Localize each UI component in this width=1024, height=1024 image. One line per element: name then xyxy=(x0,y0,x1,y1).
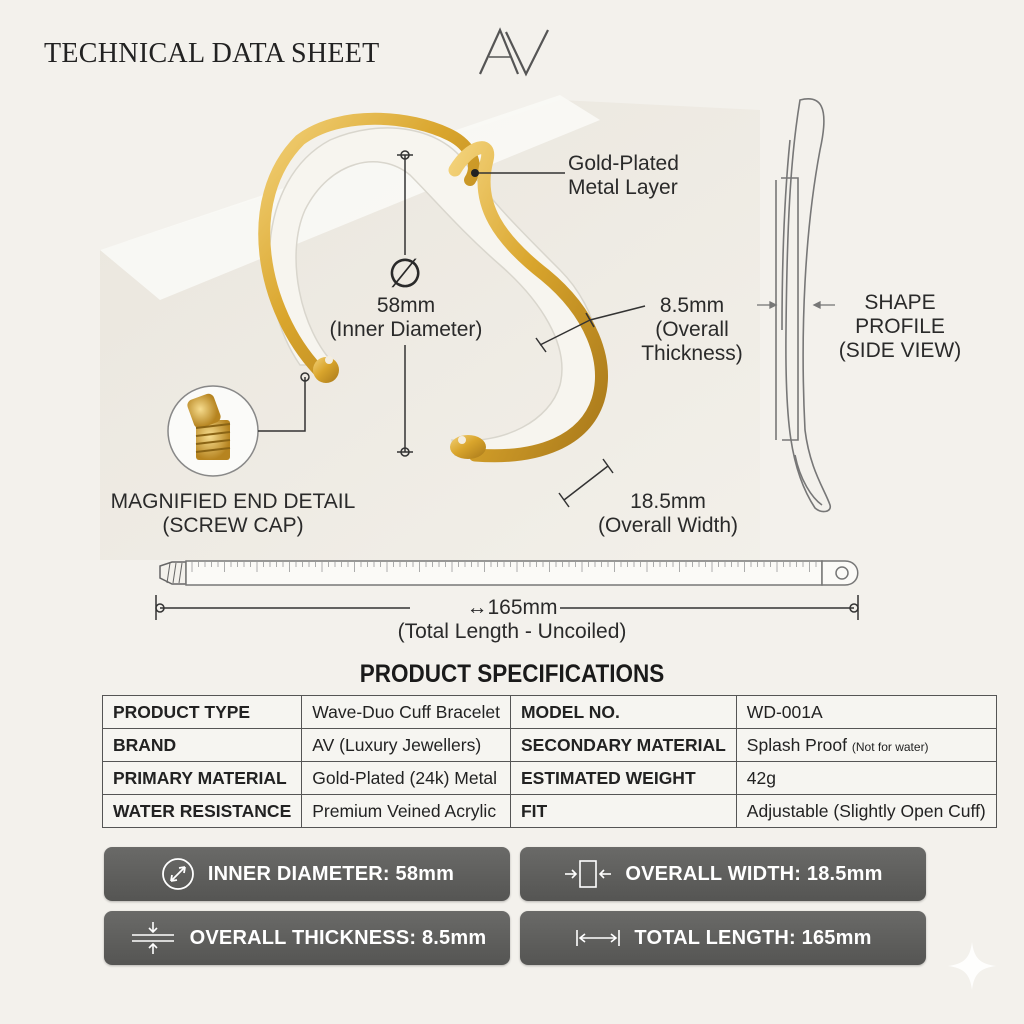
sheet-title: TECHNICAL DATA SHEET xyxy=(44,38,380,69)
badge-text: OVERALL THICKNESS: 8.5mm xyxy=(189,926,487,949)
spec-value: 42g xyxy=(735,761,997,795)
table-row: PRIMARY MATERIAL Gold-Plated (24k) Metal… xyxy=(101,761,997,795)
gold-wave xyxy=(448,141,608,463)
badge-total-length: TOTAL LENGTH: 165mm xyxy=(520,911,926,965)
label-shape-profile: SHAPE PROFILE (SIDE VIEW) xyxy=(838,291,962,362)
screw-cap-icon xyxy=(187,393,231,460)
table-row: BRAND AV (Luxury Jewellers) SECONDARY MA… xyxy=(101,728,997,762)
spec-key: SECONDARY MATERIAL xyxy=(509,728,737,762)
label-metal-layer: Gold-Plated Metal Layer xyxy=(568,152,679,199)
spec-key: BRAND xyxy=(101,728,303,762)
spec-key: ESTIMATED WEIGHT xyxy=(509,761,737,795)
diameter-symbol: ∅ xyxy=(387,252,423,296)
specs-title: PRODUCT SPECIFICATIONS xyxy=(359,660,665,688)
spec-value: Splash Proof (Not for water) xyxy=(735,728,997,762)
uncoiled-strip xyxy=(159,560,859,586)
end-cap-right xyxy=(450,435,486,459)
spec-value: WD-001A xyxy=(735,695,997,729)
sparkle-icon xyxy=(948,942,996,990)
spec-key: WATER RESISTANCE xyxy=(101,794,303,828)
brand-logo xyxy=(478,27,549,77)
thickness-arrows-icon xyxy=(131,922,174,954)
spec-value: Premium Veined Acrylic xyxy=(301,794,511,828)
badge-overall-width: OVERALL WIDTH: 18.5mm xyxy=(520,847,926,901)
spec-table: PRODUCT TYPE Wave-Duo Cuff Bracelet MODE… xyxy=(101,695,997,828)
table-row: PRODUCT TYPE Wave-Duo Cuff Bracelet MODE… xyxy=(101,695,997,729)
product-illustration xyxy=(100,98,859,620)
spec-key: PRIMARY MATERIAL xyxy=(101,761,303,795)
label-inner-diameter: 58mm (Inner Diameter) xyxy=(329,294,483,341)
badge-inner-diameter: INNER DIAMETER: 58mm xyxy=(104,847,510,901)
end-cap-left xyxy=(313,357,339,383)
spec-value: AV (Luxury Jewellers) xyxy=(301,728,511,762)
spec-key: MODEL NO. xyxy=(509,695,737,729)
spec-key: FIT xyxy=(509,794,737,828)
width-arrows-icon xyxy=(565,860,612,888)
badge-text: OVERALL WIDTH: 18.5mm xyxy=(625,862,883,885)
badge-text: INNER DIAMETER: 58mm xyxy=(207,862,455,885)
spec-key: PRODUCT TYPE xyxy=(101,695,303,729)
side-profile-drawing xyxy=(775,98,832,513)
spec-value: Adjustable (Slightly Open Cuff) xyxy=(735,794,997,828)
gold-wire-outer xyxy=(258,112,480,376)
spec-value: Wave-Duo Cuff Bracelet xyxy=(301,695,511,729)
label-total-length: ↔165mm (Total Length - Uncoiled) xyxy=(397,596,627,643)
label-end-detail: MAGNIFIED END DETAIL (SCREW CAP) xyxy=(110,490,356,537)
label-width: 18.5mm (Overall Width) xyxy=(597,490,739,537)
spec-value: Gold-Plated (24k) Metal xyxy=(301,761,511,795)
label-thickness: 8.5mm (Overall Thickness) xyxy=(641,294,743,365)
circle-diagonal-arrow-icon xyxy=(161,858,194,890)
badge-text: TOTAL LENGTH: 165mm xyxy=(634,926,872,949)
badge-overall-thickness: OVERALL THICKNESS: 8.5mm xyxy=(104,911,510,965)
table-row: WATER RESISTANCE Premium Veined Acrylic … xyxy=(101,794,997,828)
length-arrows-icon xyxy=(576,930,621,946)
